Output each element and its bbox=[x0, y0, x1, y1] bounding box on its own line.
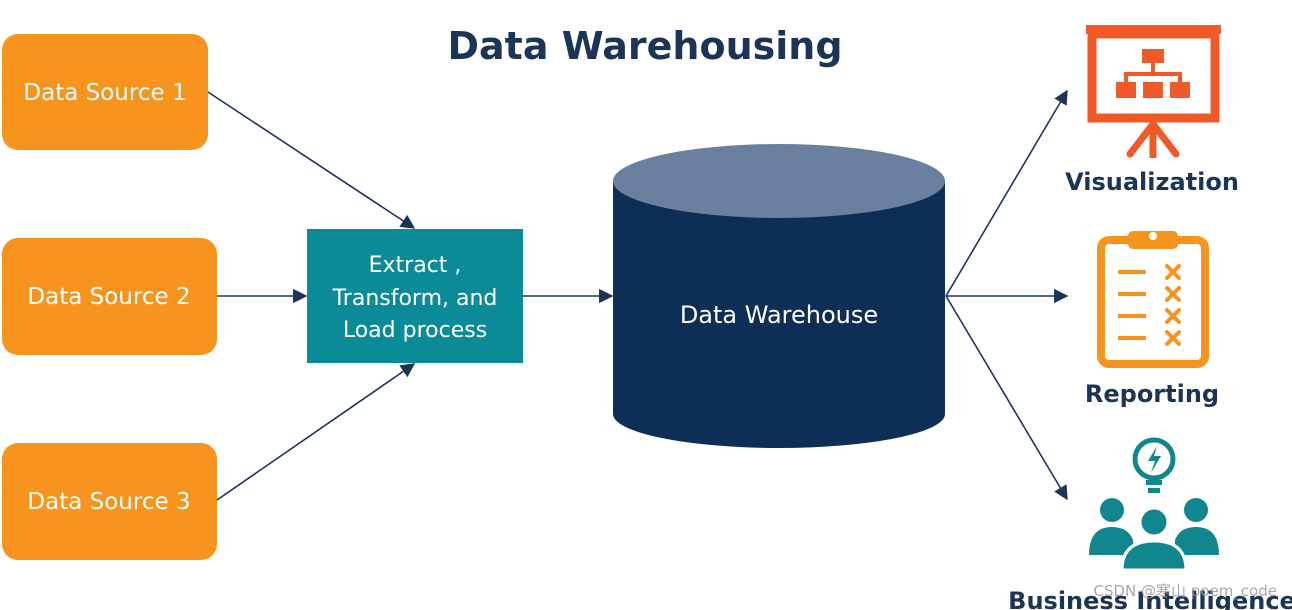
data-source-2-box bbox=[2, 238, 217, 355]
chart-stem bbox=[1151, 63, 1155, 73]
chart-left-node bbox=[1116, 82, 1136, 98]
clipboard-clip-hole bbox=[1149, 232, 1157, 240]
lightbulb-base-2 bbox=[1148, 488, 1160, 493]
left-person-head bbox=[1100, 498, 1124, 522]
lightbulb-base-1 bbox=[1146, 480, 1162, 485]
checklist-line-4 bbox=[1118, 336, 1146, 340]
stand-right-leg bbox=[1149, 120, 1180, 158]
etl-box bbox=[307, 229, 523, 363]
arrow-source-3-to-etl bbox=[216, 363, 416, 501]
arrow-source-1-to-etl bbox=[207, 91, 416, 229]
business-intelligence-label: Business Intelligence bbox=[1008, 587, 1292, 610]
checklist-line-2 bbox=[1118, 292, 1146, 296]
lightbulb-globe bbox=[1132, 437, 1176, 481]
chart-middle-node bbox=[1143, 82, 1163, 98]
left-person-body bbox=[1089, 527, 1133, 555]
visualization-label: Visualization bbox=[1065, 168, 1239, 196]
lightning-bolt bbox=[1148, 446, 1161, 473]
etl-label-line-2: Transform, and bbox=[332, 286, 498, 311]
data-source-2: Data Source 2 bbox=[2, 238, 217, 355]
page-title: Data Warehousing bbox=[447, 24, 842, 68]
chart-branch bbox=[1124, 72, 1182, 76]
data-warehouse-cylinder: Data Warehouse bbox=[613, 144, 945, 448]
chart-right-node bbox=[1170, 82, 1190, 98]
watermark-text: CSDN @寒山 poem_code bbox=[1093, 582, 1277, 601]
chart-left-drop bbox=[1124, 72, 1128, 82]
clipboard-checklist-icon bbox=[1097, 231, 1209, 368]
etl-process: Extract , Transform, and Load process bbox=[307, 229, 523, 363]
center-person-body bbox=[1120, 539, 1188, 572]
stand-left-leg bbox=[1126, 120, 1157, 158]
data-source-1-box bbox=[2, 34, 208, 150]
warehouse-label: Data Warehouse bbox=[680, 301, 878, 329]
arrow-warehouse-to-business-intelligence bbox=[945, 295, 1068, 501]
warehouse-body bbox=[613, 181, 945, 448]
reporting-label: Reporting bbox=[1085, 380, 1219, 408]
board-frame bbox=[1087, 29, 1220, 123]
clipboard-board bbox=[1097, 236, 1209, 368]
data-source-1-label: Data Source 1 bbox=[23, 80, 186, 106]
etl-label-line-1: Extract , bbox=[369, 253, 462, 278]
data-source-3-label: Data Source 3 bbox=[27, 489, 190, 515]
right-person-head bbox=[1184, 498, 1208, 522]
arrow-warehouse-to-visualization bbox=[945, 89, 1068, 297]
data-source-1: Data Source 1 bbox=[2, 34, 208, 150]
data-source-2-label: Data Source 2 bbox=[27, 284, 190, 310]
data-source-3: Data Source 3 bbox=[2, 443, 217, 560]
etl-label-line-3: Load process bbox=[343, 318, 487, 343]
presentation-board-icon bbox=[1086, 25, 1221, 158]
checklist-line-3 bbox=[1118, 314, 1146, 318]
warehouse-top bbox=[613, 144, 945, 218]
checklist-line-1 bbox=[1118, 270, 1146, 274]
team-lightbulb-icon bbox=[1089, 437, 1219, 572]
chart-root-node bbox=[1142, 49, 1164, 63]
right-person-body bbox=[1175, 527, 1219, 555]
chart-right-drop bbox=[1178, 72, 1182, 82]
center-person-head bbox=[1138, 506, 1170, 538]
data-source-3-box bbox=[2, 443, 217, 560]
checklist-cross-marks bbox=[1165, 264, 1181, 346]
